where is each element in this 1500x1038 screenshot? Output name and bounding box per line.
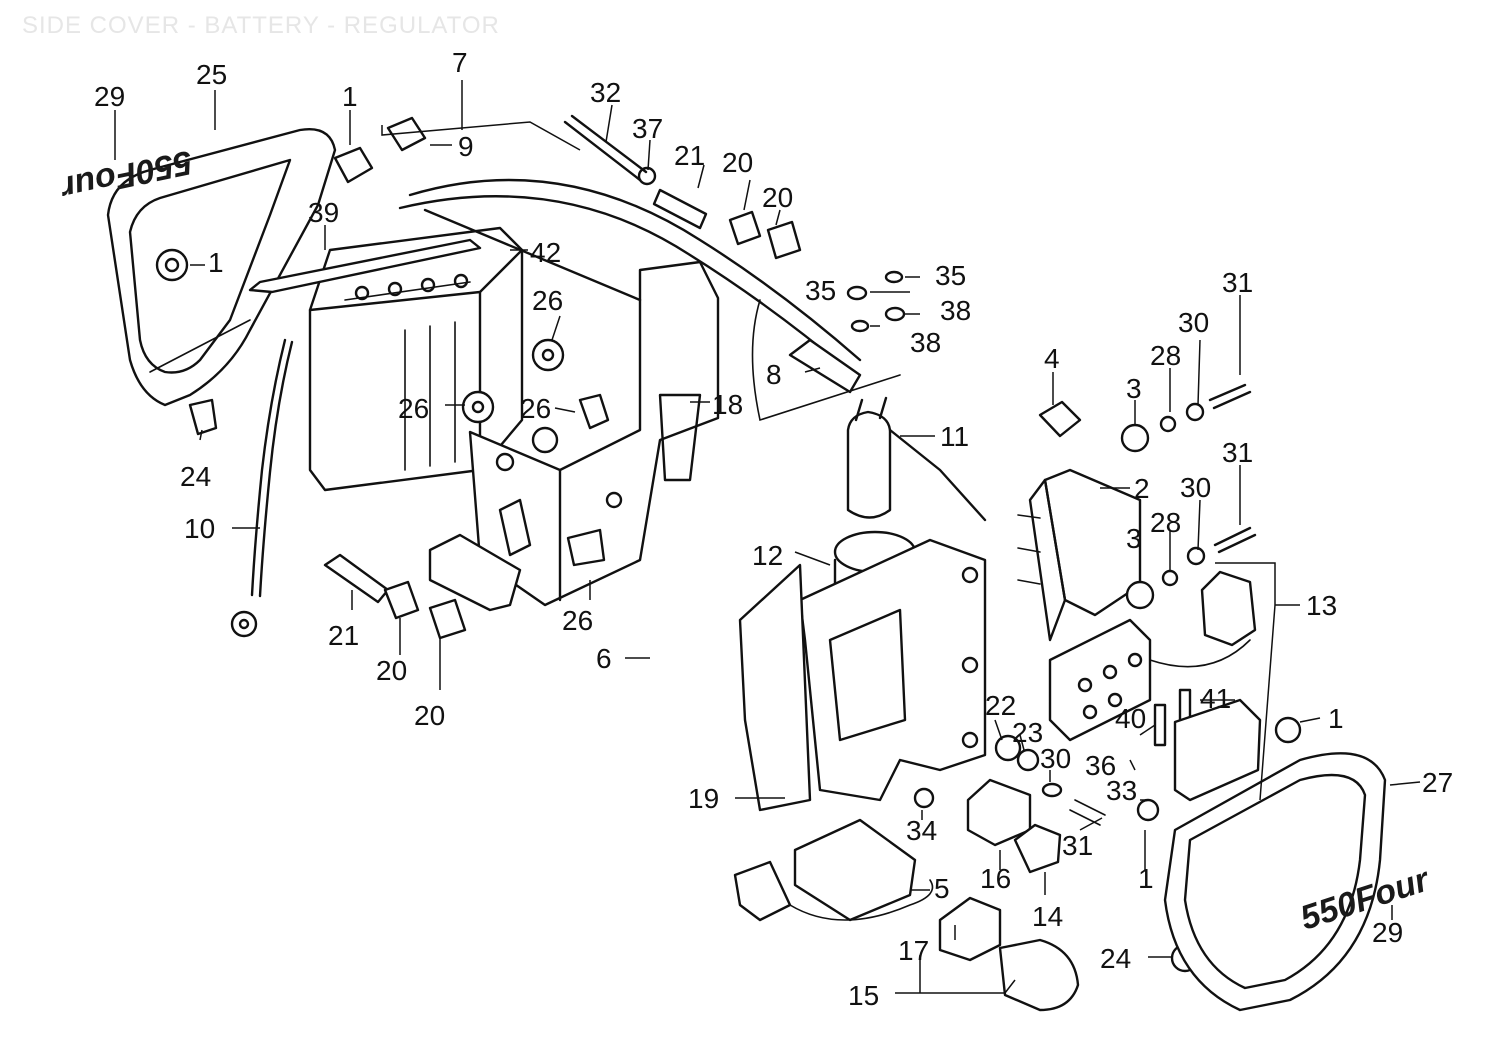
- callout-24-right: 24: [1100, 943, 1131, 974]
- callout-26-a: 26: [532, 285, 563, 316]
- callout-6: 6: [596, 643, 612, 674]
- callout-36: 36: [1085, 750, 1116, 781]
- condenser: [846, 396, 987, 522]
- callout-33: 33: [1106, 775, 1137, 806]
- fuse-holder: [788, 338, 862, 394]
- callout-9: 9: [458, 131, 474, 162]
- callout-34: 34: [906, 815, 937, 846]
- callout-31-top: 31: [1222, 267, 1253, 298]
- callout-17: 17: [898, 935, 929, 966]
- callout-31-mid: 31: [1222, 437, 1253, 468]
- callout-23: 23: [1012, 717, 1043, 748]
- callout-2: 2: [1134, 473, 1150, 504]
- callout-19: 19: [688, 783, 719, 814]
- callout-8: 8: [766, 359, 782, 390]
- callout-22: 22: [985, 690, 1016, 721]
- callout-26-c: 26: [520, 393, 551, 424]
- callout-40: 40: [1115, 703, 1146, 734]
- regulator: [1017, 468, 1142, 642]
- callout-10: 10: [184, 513, 215, 544]
- callout-20-low-a: 20: [376, 655, 407, 686]
- callout-32: 32: [590, 77, 621, 108]
- callout-29-left: 29: [94, 81, 125, 112]
- callout-24-left: 24: [180, 461, 211, 492]
- horn: [938, 896, 1080, 1012]
- callout-30-mid: 30: [1180, 472, 1211, 503]
- callout-37: 37: [632, 113, 663, 144]
- callout-1-low: 1: [1138, 863, 1154, 894]
- callout-25: 25: [196, 59, 227, 90]
- callout-3-mid: 3: [1126, 523, 1142, 554]
- callout-30-low: 30: [1040, 743, 1071, 774]
- callout-26-d: 26: [562, 605, 593, 636]
- fuse-box: [733, 818, 934, 922]
- callout-20-top-b: 20: [762, 182, 793, 213]
- callout-18: 18: [712, 389, 743, 420]
- callout-39: 39: [308, 197, 339, 228]
- left-side-cover: 550Four: [57, 128, 337, 407]
- callout-21-top: 21: [674, 140, 705, 171]
- turn-signal-relay: [1013, 823, 1062, 874]
- callout-1-top: 1: [342, 81, 358, 112]
- battery-cable: [230, 338, 294, 638]
- grommets-and-collars: [155, 116, 906, 640]
- wire-harness: [398, 178, 901, 422]
- callout-38-b: 38: [910, 327, 941, 358]
- callout-20-low-b: 20: [414, 700, 445, 731]
- callout-28-mid: 28: [1150, 507, 1181, 538]
- callout-13: 13: [1306, 590, 1337, 621]
- callout-38-a: 38: [940, 295, 971, 326]
- callout-28-top: 28: [1150, 340, 1181, 371]
- callout-1-left: 1: [208, 247, 224, 278]
- battery: [308, 226, 524, 492]
- rubber-damper: [428, 533, 522, 612]
- relay: [1038, 400, 1082, 438]
- frame-plate: [738, 563, 812, 812]
- callout-12: 12: [752, 540, 783, 571]
- rectifier: [1048, 570, 1257, 742]
- callout-21-low: 21: [328, 620, 359, 651]
- callout-31-low: 31: [1062, 830, 1093, 861]
- callout-4: 4: [1044, 343, 1060, 374]
- leader-lines: [114, 80, 1421, 994]
- callout-42: 42: [530, 237, 561, 268]
- long-bolt: [563, 114, 648, 182]
- callout-15: 15: [848, 980, 879, 1011]
- callout-41: 41: [1200, 683, 1231, 714]
- callout-30-top: 30: [1178, 307, 1209, 338]
- spacer-collars: [913, 383, 1302, 973]
- callout-35-b: 35: [805, 275, 836, 306]
- page-title: SIDE COVER - BATTERY - REGULATOR: [22, 12, 500, 39]
- callout-1-right: 1: [1328, 703, 1344, 734]
- battery-band: [248, 238, 482, 294]
- callout-11: 11: [940, 421, 969, 452]
- callout-5: 5: [934, 873, 950, 904]
- callout-7: 7: [452, 47, 468, 78]
- callout-26-b: 26: [398, 393, 429, 424]
- callout-14: 14: [1032, 901, 1063, 932]
- callout-numbers: 29 25 1 7 9 32 37 21 20 20 39 1 42 35 35…: [94, 47, 1453, 1011]
- regulator-bracket: [798, 530, 987, 802]
- callout-20-top-a: 20: [722, 147, 753, 178]
- callout-3-top: 3: [1126, 373, 1142, 404]
- callout-27: 27: [1422, 767, 1453, 798]
- callout-35-a: 35: [935, 260, 966, 291]
- callout-29-right: 29: [1372, 917, 1403, 948]
- callout-16: 16: [980, 863, 1011, 894]
- battery-box: [468, 260, 720, 607]
